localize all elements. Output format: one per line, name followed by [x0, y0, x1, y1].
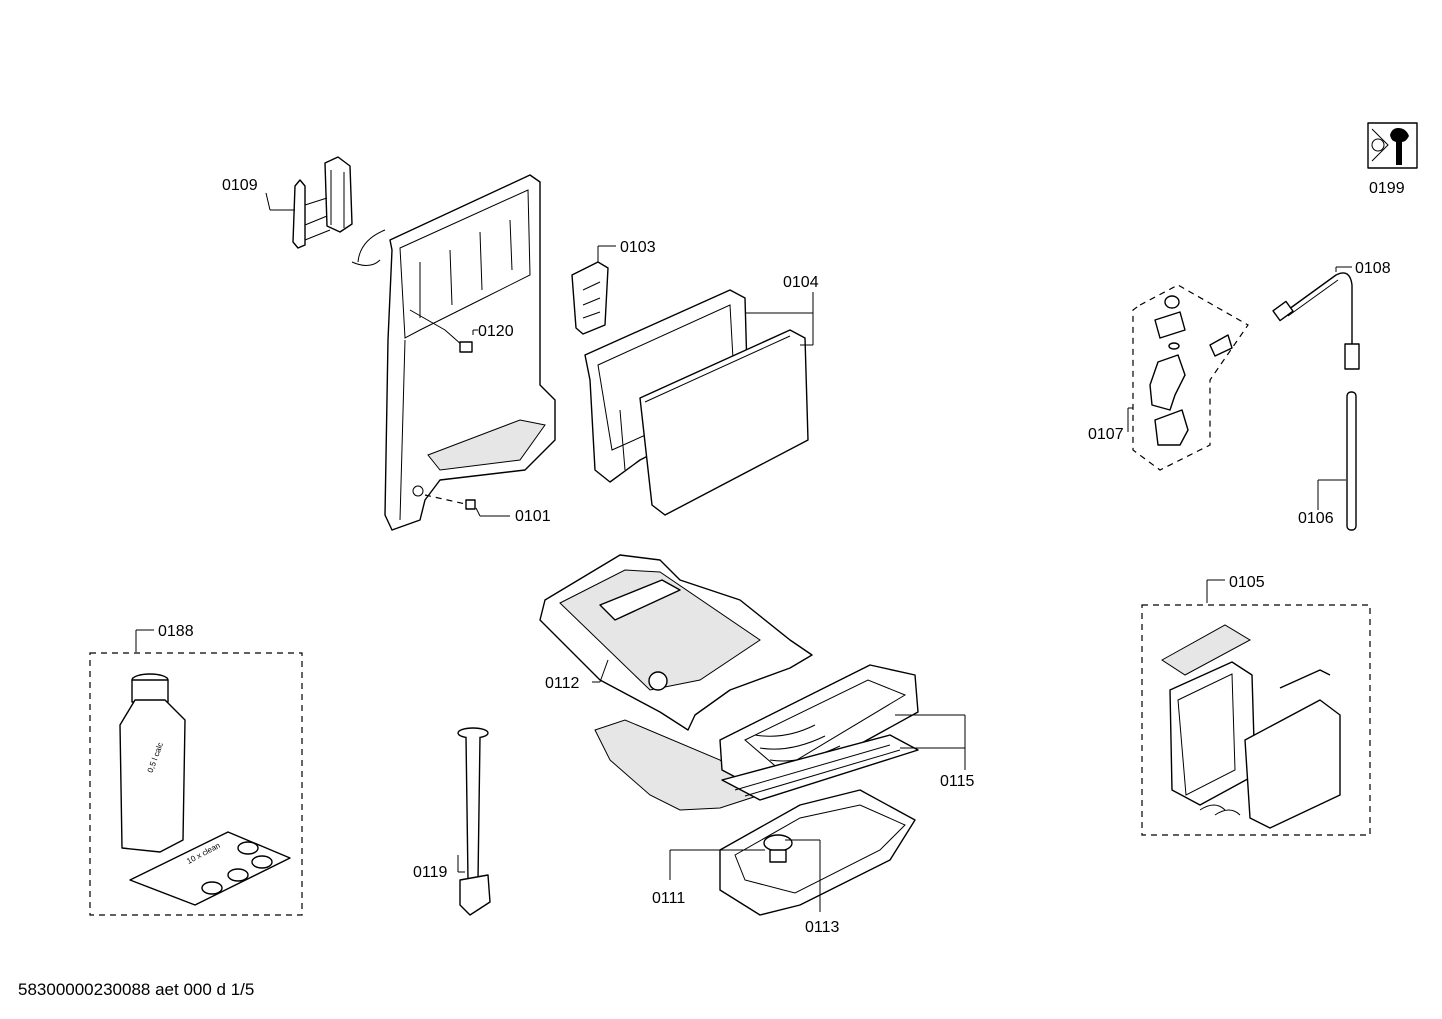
- label-0107: 0107: [1088, 426, 1124, 443]
- label-0109: 0109: [222, 177, 258, 194]
- label-0199: 0199: [1369, 180, 1405, 197]
- part-0112-drip-tray: [539, 554, 813, 731]
- part-0104-box: [584, 289, 809, 516]
- part-0106-tube: [1346, 391, 1357, 531]
- label-0108: 0108: [1355, 260, 1391, 277]
- label-0101: 0101: [515, 508, 551, 525]
- label-0188: 0188: [158, 623, 194, 640]
- label-0105: 0105: [1229, 574, 1265, 591]
- label-0103: 0103: [620, 239, 656, 256]
- part-0108-hose: [1272, 272, 1360, 370]
- part-0105-kit: [1141, 604, 1371, 836]
- part-0109-bracket: [292, 156, 353, 249]
- label-0112: 0112: [545, 675, 580, 692]
- part-0103-clip: [571, 261, 609, 335]
- wrench-service-icon: [1367, 122, 1418, 169]
- part-0107-valve-assembly: [1132, 284, 1249, 471]
- part-0119-tube: [457, 727, 491, 916]
- document-id: 58300000230088 aet 000 d 1/5: [18, 980, 255, 999]
- part-0188-care-set: 0,5 l calc 10 x clean: [89, 652, 303, 916]
- label-0113: 0113: [805, 919, 840, 936]
- part-0101-housing-frame: [351, 174, 556, 531]
- label-0111: 0111: [652, 890, 685, 907]
- part-lower-tray-assembly: [594, 664, 919, 916]
- label-0115: 0115: [940, 773, 975, 790]
- label-0120: 0120: [478, 323, 514, 340]
- label-0106: 0106: [1298, 510, 1334, 527]
- label-0104: 0104: [783, 274, 819, 291]
- label-0119: 0119: [413, 864, 448, 881]
